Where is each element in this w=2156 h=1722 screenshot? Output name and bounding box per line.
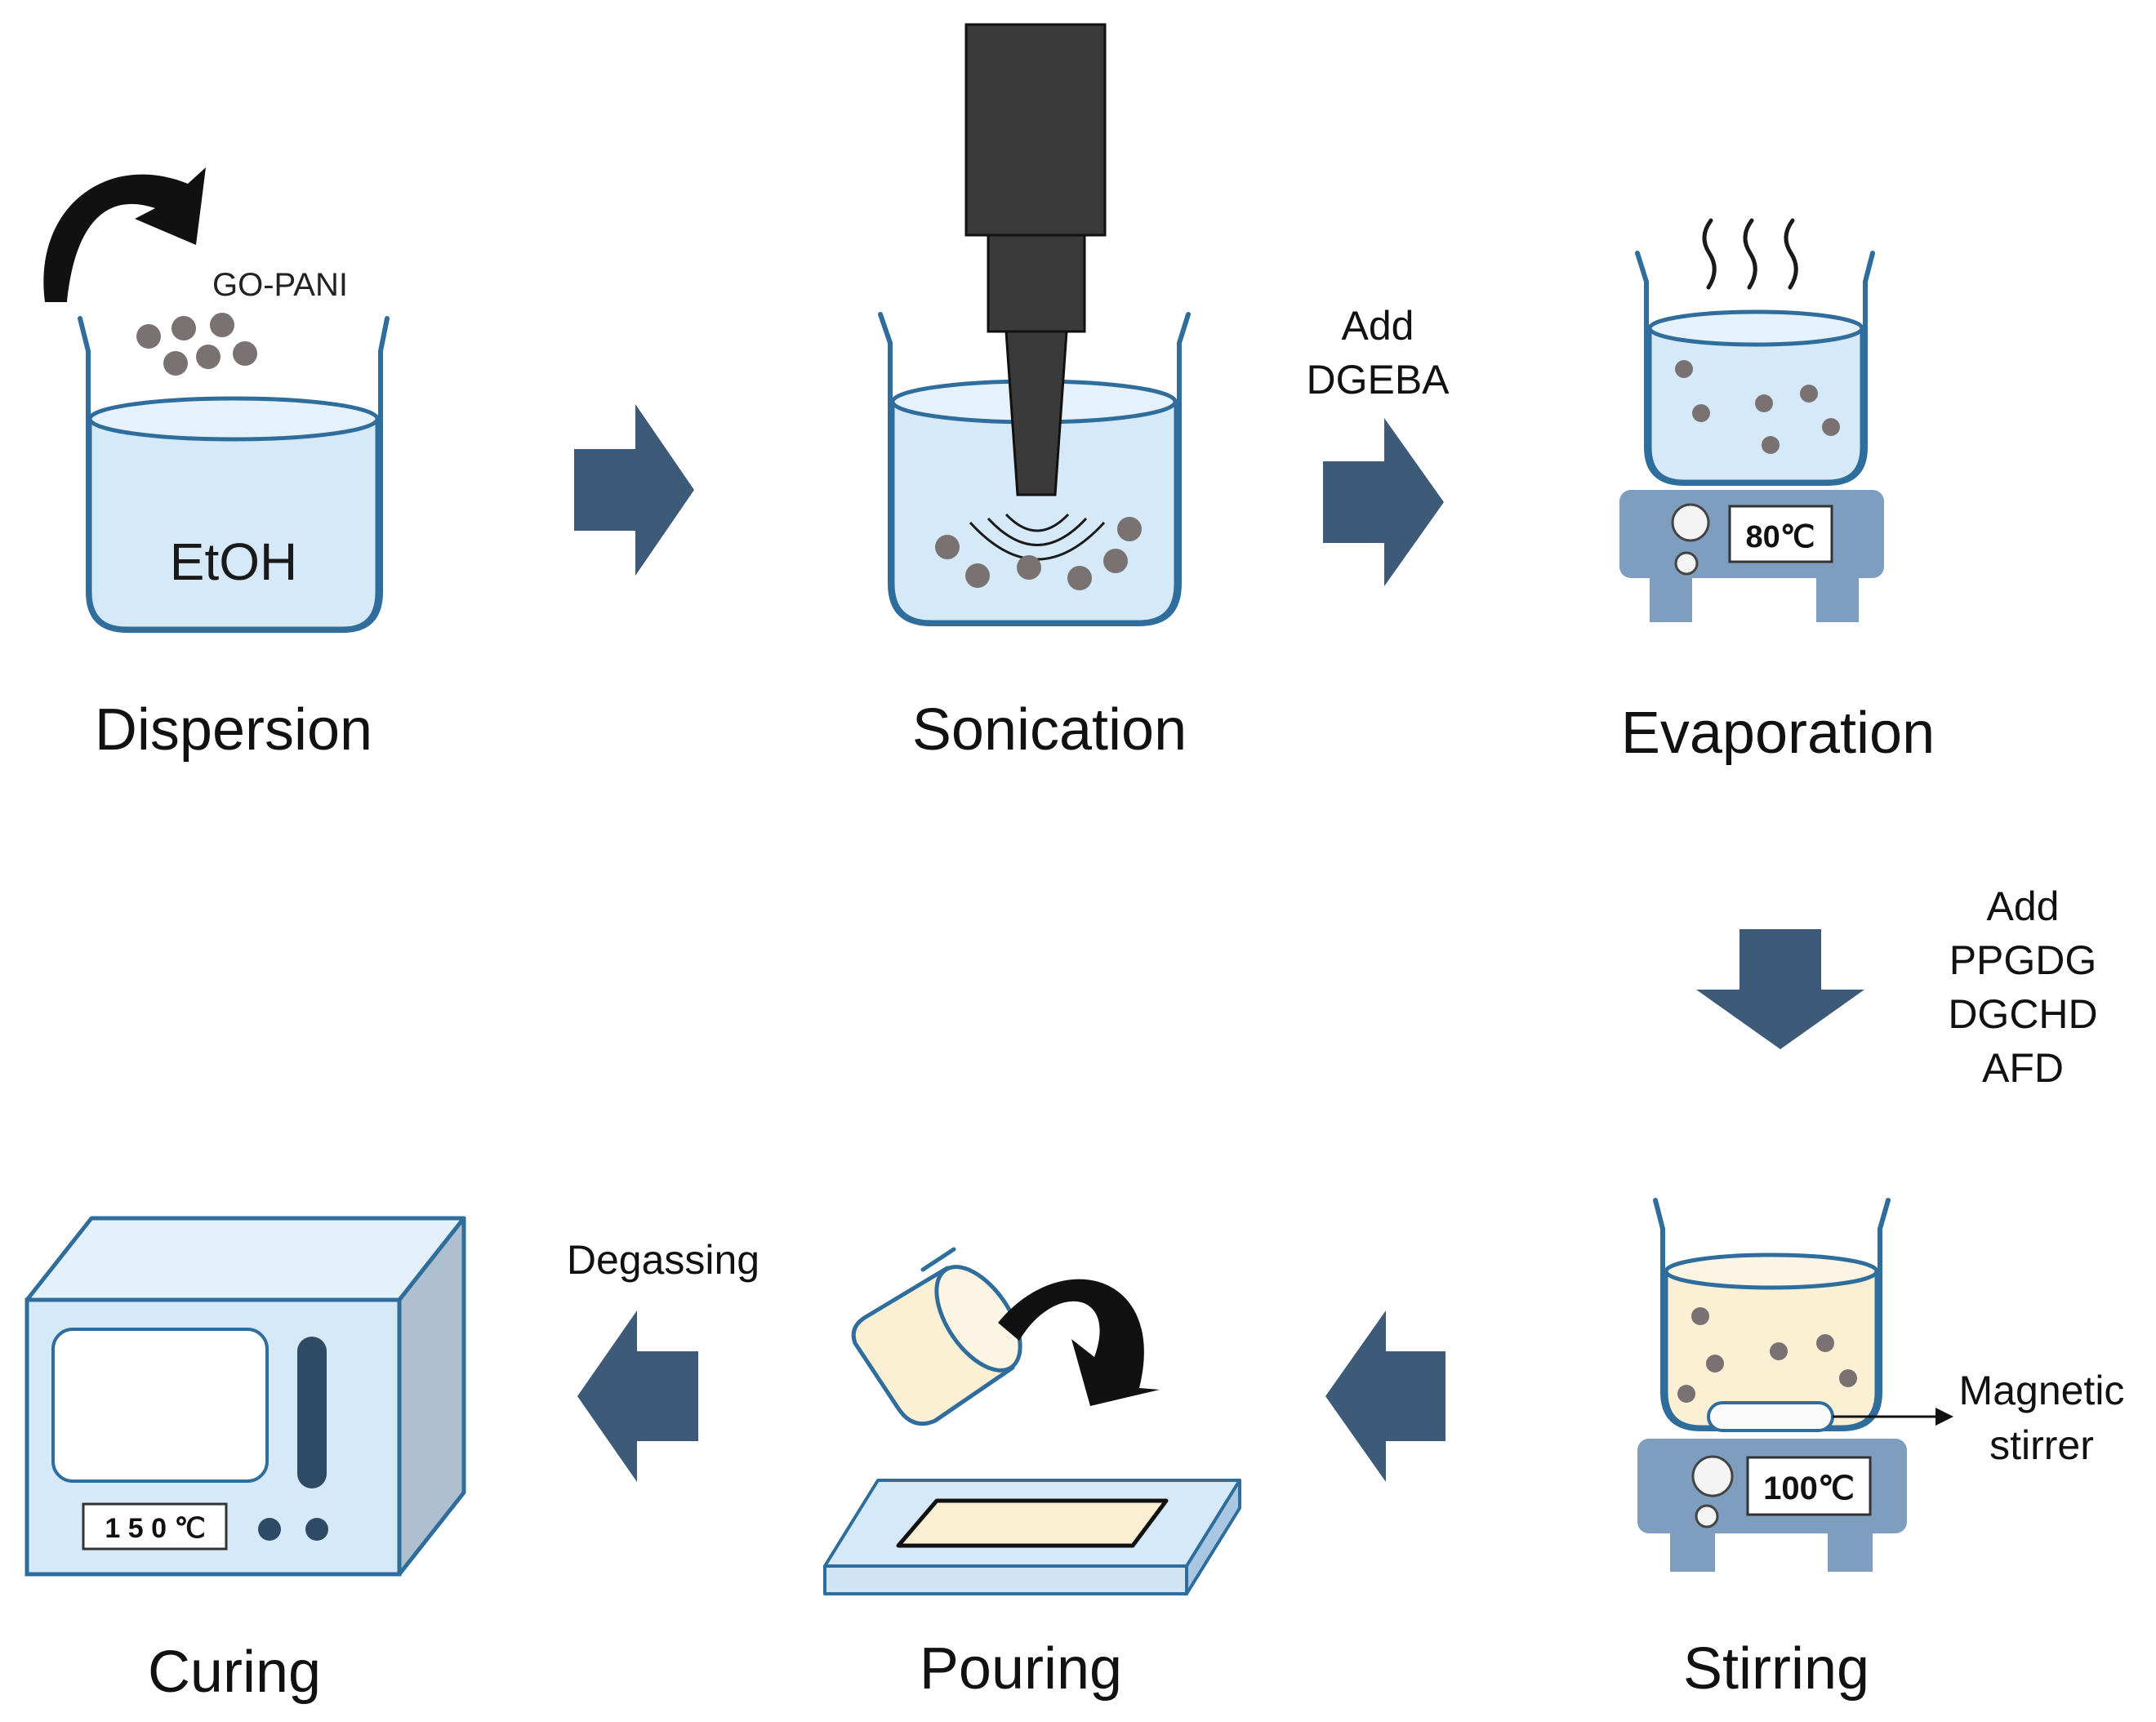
go-pani-particles bbox=[136, 313, 257, 376]
oven-handle bbox=[297, 1337, 327, 1488]
step-label-evaporation: Evaporation bbox=[1621, 701, 1935, 766]
step-label-curing: Curing bbox=[148, 1640, 321, 1705]
step-label-dispersion: Dispersion bbox=[95, 697, 372, 763]
steam-icon bbox=[1702, 218, 1798, 290]
magnetic-stirrer-pointer bbox=[1833, 1408, 1953, 1426]
degassing-label: Degassing bbox=[567, 1237, 760, 1283]
hotplate-knob-icon bbox=[1671, 503, 1710, 542]
add-hardeners-line-2: PPGDG bbox=[1949, 937, 2097, 983]
add-dgeba-note: Add DGEBA bbox=[1306, 303, 1450, 403]
add-hardeners-note: Add PPGDG DGCHD AFD bbox=[1948, 883, 2097, 1091]
hotplate-80: 80℃ bbox=[1619, 490, 1884, 622]
hotplate-knob-small-icon bbox=[1674, 551, 1699, 576]
mold-tray bbox=[823, 1479, 1241, 1595]
add-hardeners-line-3: DGCHD bbox=[1948, 991, 2097, 1037]
curing-oven: 1 5 0 ℃ bbox=[24, 1216, 466, 1577]
magnetic-stirrer-line-1: Magnetic bbox=[1959, 1368, 2125, 1413]
hotplate-knob-small-icon bbox=[1695, 1504, 1719, 1528]
step-arrow-4-icon bbox=[1325, 1310, 1446, 1482]
hotplate-knob-icon bbox=[1691, 1455, 1734, 1497]
etoh-beaker: EtOH bbox=[78, 316, 390, 633]
oven-temp-display bbox=[82, 1502, 228, 1551]
sonication-step: Sonication bbox=[878, 23, 1191, 763]
hotplate-100: 100℃ bbox=[1637, 1439, 1907, 1572]
poured-resin bbox=[896, 1498, 1169, 1548]
stirring-step: Magnetic stirrer 100℃ Stirring bbox=[1637, 1198, 2125, 1702]
oven-window bbox=[51, 1328, 269, 1483]
oven-knob-icon bbox=[305, 1518, 328, 1541]
temp-display bbox=[1728, 505, 1833, 563]
add-curved-arrow-icon bbox=[43, 167, 206, 302]
pour-curved-arrow-icon bbox=[998, 1279, 1160, 1406]
etoh-label: EtOH bbox=[170, 532, 297, 591]
step-arrow-5-icon bbox=[577, 1310, 698, 1482]
step-arrow-1-icon bbox=[574, 404, 694, 576]
stirring-temp: 100℃ bbox=[1763, 1471, 1855, 1506]
go-pani-label: GO-PANI bbox=[212, 267, 348, 303]
dispersed-particles bbox=[935, 517, 1142, 590]
evaporation-temp: 80℃ bbox=[1746, 520, 1815, 554]
add-hardeners-line-4: AFD bbox=[1982, 1045, 2064, 1091]
stir-bar bbox=[1707, 1401, 1834, 1432]
temp-display bbox=[1746, 1456, 1872, 1516]
stirring-beaker bbox=[1653, 1198, 1891, 1432]
pouring-step: Pouring bbox=[823, 1247, 1241, 1702]
step-arrow-2-icon bbox=[1323, 418, 1444, 586]
step-label-stirring: Stirring bbox=[1683, 1636, 1869, 1702]
evaporation-beaker bbox=[1635, 251, 1875, 486]
dispersion-step: GO-PANI EtOH Dispersion bbox=[43, 167, 390, 763]
step-label-sonication: Sonication bbox=[912, 697, 1187, 763]
oven-knob-icon bbox=[258, 1518, 281, 1541]
add-hardeners-line-1: Add bbox=[1987, 883, 2060, 929]
step-arrow-3-icon bbox=[1696, 929, 1864, 1049]
step-label-pouring: Pouring bbox=[920, 1636, 1122, 1702]
add-dgeba-line-2: DGEBA bbox=[1306, 357, 1450, 403]
add-dgeba-line-1: Add bbox=[1342, 303, 1414, 349]
pouring-cup bbox=[851, 1247, 1022, 1426]
magnetic-stirrer-line-2: stirrer bbox=[1989, 1422, 2094, 1468]
evaporation-step: 80℃ Evaporation bbox=[1619, 218, 1935, 766]
sonicator-probe bbox=[964, 23, 1107, 496]
curing-step: 1 5 0 ℃ Curing bbox=[24, 1216, 466, 1705]
curing-temp: 1 5 0 ℃ bbox=[105, 1513, 205, 1544]
